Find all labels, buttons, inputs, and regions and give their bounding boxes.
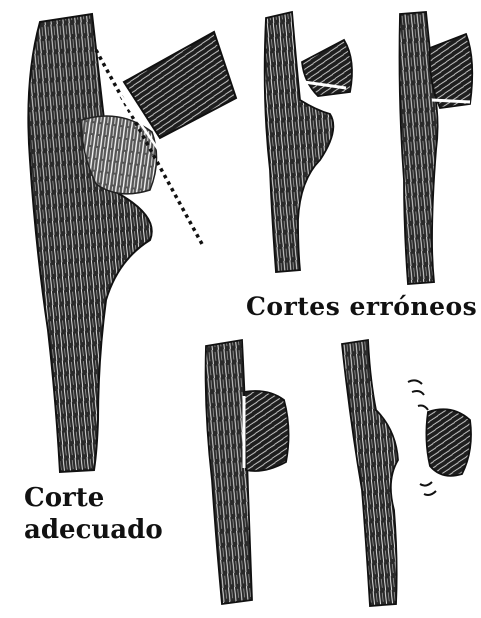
trunk-3 xyxy=(206,340,252,604)
correct-cut-drawing xyxy=(28,14,236,472)
stub-3 xyxy=(244,391,289,471)
wrong-cuts-label: Cortes erróneos xyxy=(246,294,477,319)
stub-2 xyxy=(430,34,473,108)
wrong-cut-drawing-3 xyxy=(206,340,289,604)
wrong-cut-drawing-2 xyxy=(400,12,473,284)
correct-cut-label-line1: Corte xyxy=(24,485,104,511)
wrong-cut-drawing-4 xyxy=(342,340,471,606)
trunk-4 xyxy=(342,340,398,606)
cut-mark-2 xyxy=(432,100,470,102)
torn-branch xyxy=(426,409,471,475)
wrong-cut-drawing-1 xyxy=(265,12,352,272)
correct-cut-label-line2: adecuado xyxy=(24,517,163,543)
